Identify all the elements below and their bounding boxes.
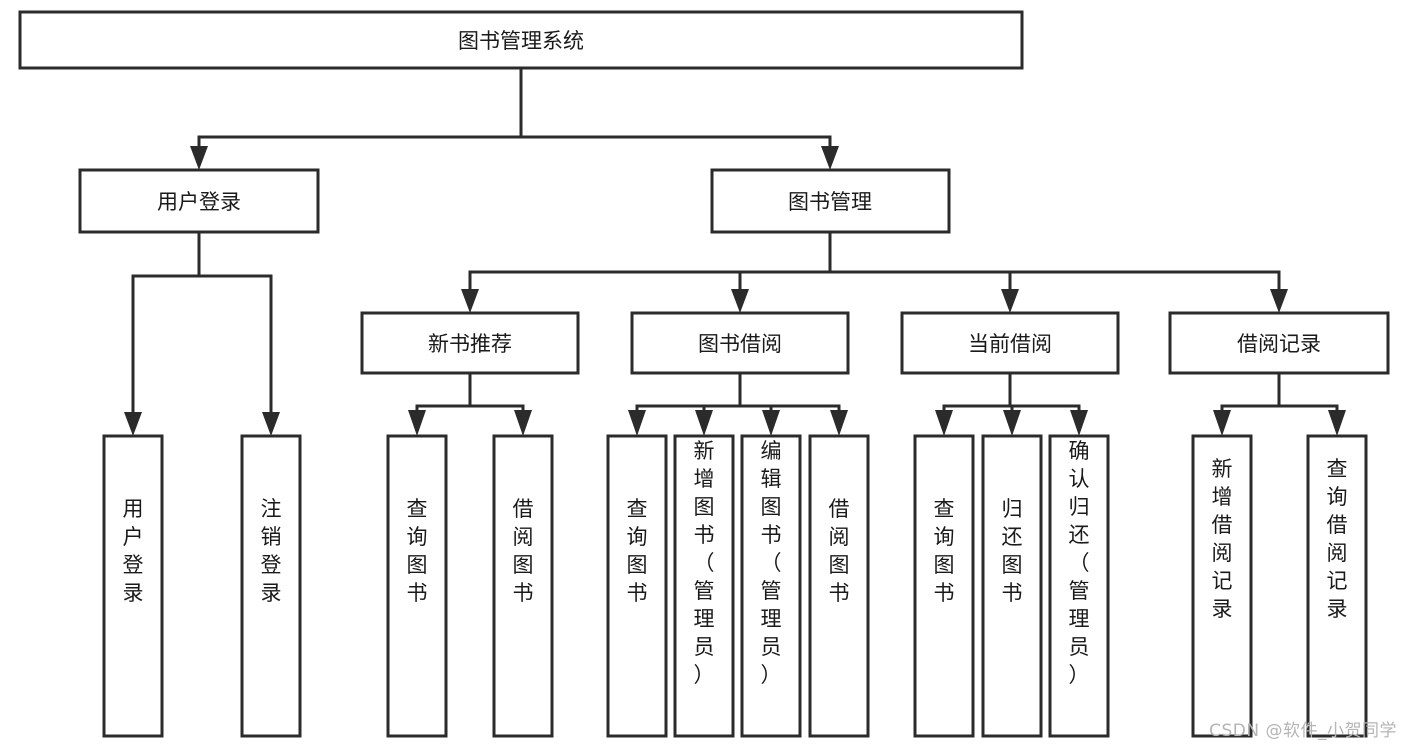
- node-label: 查询图书: [627, 497, 648, 605]
- node-label: 新增借阅记录: [1212, 457, 1233, 621]
- node-box[interactable]: [18, 10, 1024, 70]
- arrow-head-icon: [1001, 289, 1019, 313]
- arrow-head-icon: [695, 410, 713, 436]
- node-box[interactable]: [630, 311, 850, 375]
- node-box[interactable]: [1191, 434, 1253, 738]
- node-label: 用户登录: [123, 497, 144, 605]
- arrow-head-icon: [1328, 410, 1346, 436]
- connector-record-to-leaves: [1213, 371, 1346, 436]
- arrow-head-icon: [1003, 410, 1021, 436]
- arrow-head-icon: [830, 410, 848, 436]
- node-leaf-user-login[interactable]: 用户登录: [102, 434, 164, 738]
- node-book-management[interactable]: 图书管理: [710, 168, 951, 234]
- arrow-head-icon: [731, 289, 749, 313]
- arrow-head-icon: [762, 410, 780, 436]
- arrow-head-icon: [408, 410, 426, 436]
- node-label: 查询借阅记录: [1327, 457, 1348, 621]
- arrow-head-icon: [1270, 289, 1288, 313]
- node-leaf-query-book-3[interactable]: 查询图书: [913, 434, 975, 738]
- node-leaf-return-book[interactable]: 归还图书: [981, 434, 1043, 738]
- node-box[interactable]: [606, 434, 668, 738]
- node-label: 编辑图书（管理员）: [761, 439, 782, 687]
- node-box[interactable]: [740, 434, 802, 738]
- node-box[interactable]: [1168, 311, 1390, 375]
- node-leaf-query-book-1[interactable]: 查询图书: [386, 434, 448, 738]
- connector-bookmgmt-to-level3: [461, 230, 1288, 313]
- arrow-head-icon: [821, 146, 839, 170]
- arrow-head-icon: [628, 410, 646, 436]
- node-label: 当前借阅: [968, 332, 1052, 356]
- arrow-head-icon: [124, 412, 142, 436]
- arrow-head-icon: [514, 410, 532, 436]
- connector-current-to-leaves: [935, 371, 1088, 436]
- node-box[interactable]: [673, 434, 735, 738]
- arrow-head-icon: [262, 412, 280, 436]
- arrow-head-icon: [461, 289, 479, 313]
- node-book-borrow[interactable]: 图书借阅: [630, 311, 850, 375]
- csdn-watermark: CSDN @软件_小贺同学: [1209, 721, 1397, 741]
- node-box[interactable]: [386, 434, 448, 738]
- node-label: 借阅记录: [1237, 332, 1321, 356]
- node-box[interactable]: [1048, 434, 1110, 738]
- arrow-head-icon: [1070, 410, 1088, 436]
- connector-newbook-to-leaves: [408, 371, 532, 436]
- node-box[interactable]: [360, 311, 580, 375]
- node-box[interactable]: [913, 434, 975, 738]
- node-label: 归还图书: [1002, 497, 1023, 605]
- connector-login-to-leaves: [124, 230, 280, 436]
- node-leaf-edit-book[interactable]: 编辑图书（管理员）: [740, 434, 802, 738]
- node-label: 查询图书: [407, 497, 428, 605]
- node-box[interactable]: [808, 434, 870, 738]
- node-leaf-query-book-2[interactable]: 查询图书: [606, 434, 668, 738]
- node-label: 借阅图书: [829, 497, 850, 605]
- node-box[interactable]: [240, 434, 302, 738]
- node-leaf-user-logout[interactable]: 注销登录: [240, 434, 302, 738]
- node-label: 图书管理系统: [458, 29, 584, 53]
- node-label: 图书借阅: [698, 332, 782, 356]
- arrow-head-icon: [190, 146, 208, 170]
- node-label: 用户登录: [157, 190, 241, 214]
- connector-borrow-to-leaves: [628, 371, 848, 436]
- node-label: 图书管理: [788, 190, 872, 214]
- node-user-login[interactable]: 用户登录: [78, 168, 320, 234]
- node-box[interactable]: [102, 434, 164, 738]
- node-label: 注销登录: [261, 497, 282, 605]
- node-box[interactable]: [492, 434, 554, 738]
- node-label: 新增图书（管理员）: [694, 439, 715, 687]
- node-box[interactable]: [78, 168, 320, 234]
- node-leaf-confirm-return[interactable]: 确认归还（管理员）: [1048, 434, 1110, 738]
- node-box[interactable]: [900, 311, 1120, 375]
- node-label: 新书推荐: [428, 332, 512, 356]
- node-root[interactable]: 图书管理系统: [18, 10, 1024, 70]
- node-label: 查询图书: [934, 497, 955, 605]
- node-label: 确认归还（管理员）: [1069, 439, 1090, 687]
- node-leaf-add-book[interactable]: 新增图书（管理员）: [673, 434, 735, 738]
- arrow-head-icon: [935, 410, 953, 436]
- connector-root-to-level2: [190, 66, 839, 170]
- node-new-book-recommend[interactable]: 新书推荐: [360, 311, 580, 375]
- node-box[interactable]: [1306, 434, 1368, 738]
- node-leaf-borrow-book-2[interactable]: 借阅图书: [808, 434, 870, 738]
- node-leaf-query-record[interactable]: 查询借阅记录: [1306, 434, 1368, 738]
- node-box[interactable]: [981, 434, 1043, 738]
- arrow-head-icon: [1213, 410, 1231, 436]
- node-leaf-borrow-book-1[interactable]: 借阅图书: [492, 434, 554, 738]
- node-current-borrow[interactable]: 当前借阅: [900, 311, 1120, 375]
- node-leaf-add-record[interactable]: 新增借阅记录: [1191, 434, 1253, 738]
- node-label: 借阅图书: [513, 497, 534, 605]
- node-box[interactable]: [710, 168, 951, 234]
- node-borrow-record[interactable]: 借阅记录: [1168, 311, 1390, 375]
